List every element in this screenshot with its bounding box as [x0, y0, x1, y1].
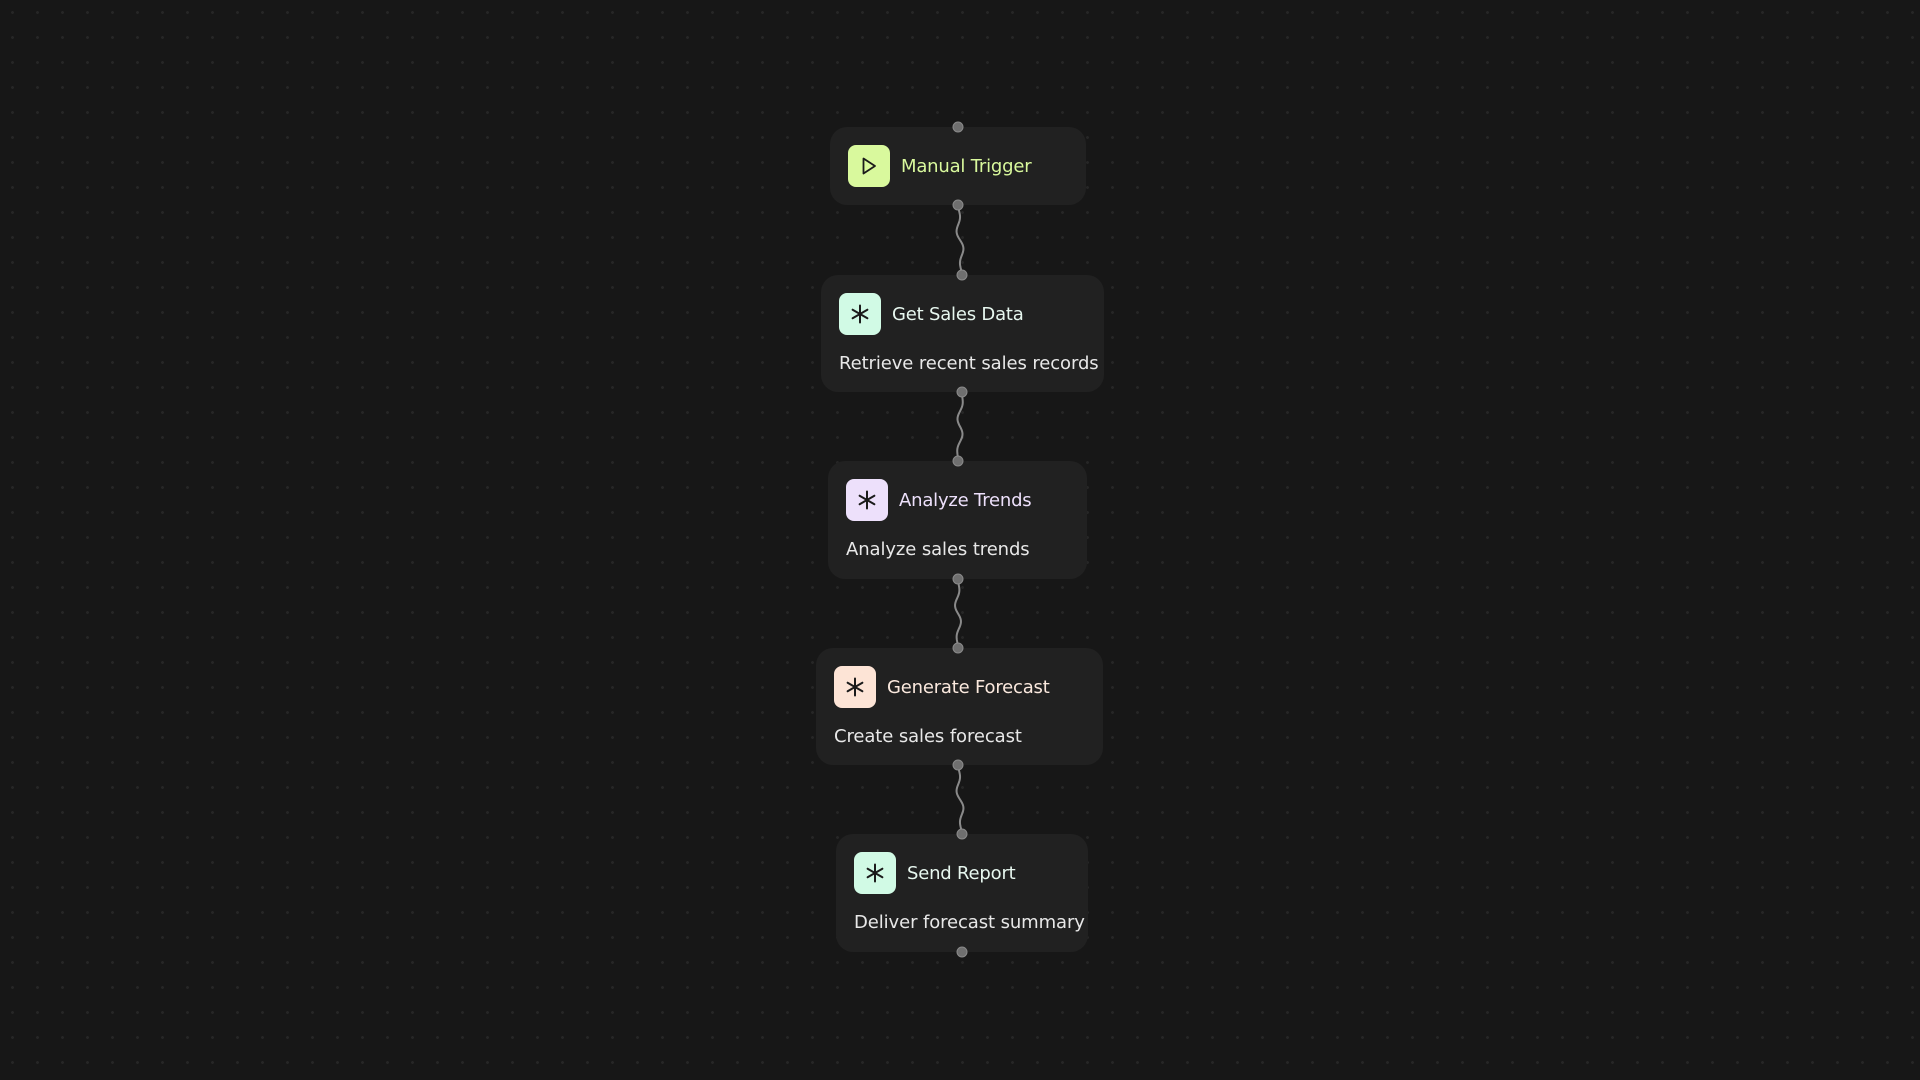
output-port[interactable]	[952, 199, 964, 211]
node-title: Send Report	[907, 862, 1016, 884]
node-title: Generate Forecast	[887, 676, 1050, 698]
node-description: Deliver forecast summary	[854, 912, 1085, 933]
output-port[interactable]	[952, 573, 964, 585]
asterisk-icon	[839, 293, 881, 335]
output-port[interactable]	[956, 946, 968, 958]
play-icon	[848, 145, 890, 187]
edge-generate-forecast-to-send-report[interactable]	[955, 764, 965, 835]
node-analyze-trends[interactable]: Analyze Trends Analyze sales trends	[828, 461, 1087, 579]
input-port[interactable]	[956, 269, 968, 281]
asterisk-icon	[834, 666, 876, 708]
output-port[interactable]	[952, 759, 964, 771]
input-port[interactable]	[952, 121, 964, 133]
node-description: Analyze sales trends	[846, 539, 1030, 560]
edge-analyze-trends-to-generate-forecast[interactable]	[954, 578, 962, 649]
node-manual-trigger[interactable]: Manual Trigger	[830, 127, 1086, 205]
asterisk-icon	[846, 479, 888, 521]
node-title: Analyze Trends	[899, 489, 1032, 511]
node-description: Retrieve recent sales records	[839, 353, 1099, 374]
edge-manual-trigger-to-get-sales-data[interactable]	[955, 204, 965, 276]
node-generate-forecast[interactable]: Generate Forecast Create sales forecast	[816, 648, 1103, 765]
input-port[interactable]	[956, 828, 968, 840]
node-send-report[interactable]: Send Report Deliver forecast summary	[836, 834, 1088, 952]
edge-get-sales-data-to-analyze-trends[interactable]	[956, 391, 964, 462]
node-title: Manual Trigger	[901, 155, 1032, 177]
input-port[interactable]	[952, 642, 964, 654]
node-title: Get Sales Data	[892, 303, 1024, 325]
node-get-sales-data[interactable]: Get Sales Data Retrieve recent sales rec…	[821, 275, 1104, 392]
asterisk-icon	[854, 852, 896, 894]
output-port[interactable]	[956, 386, 968, 398]
input-port[interactable]	[952, 455, 964, 467]
node-description: Create sales forecast	[834, 726, 1022, 747]
